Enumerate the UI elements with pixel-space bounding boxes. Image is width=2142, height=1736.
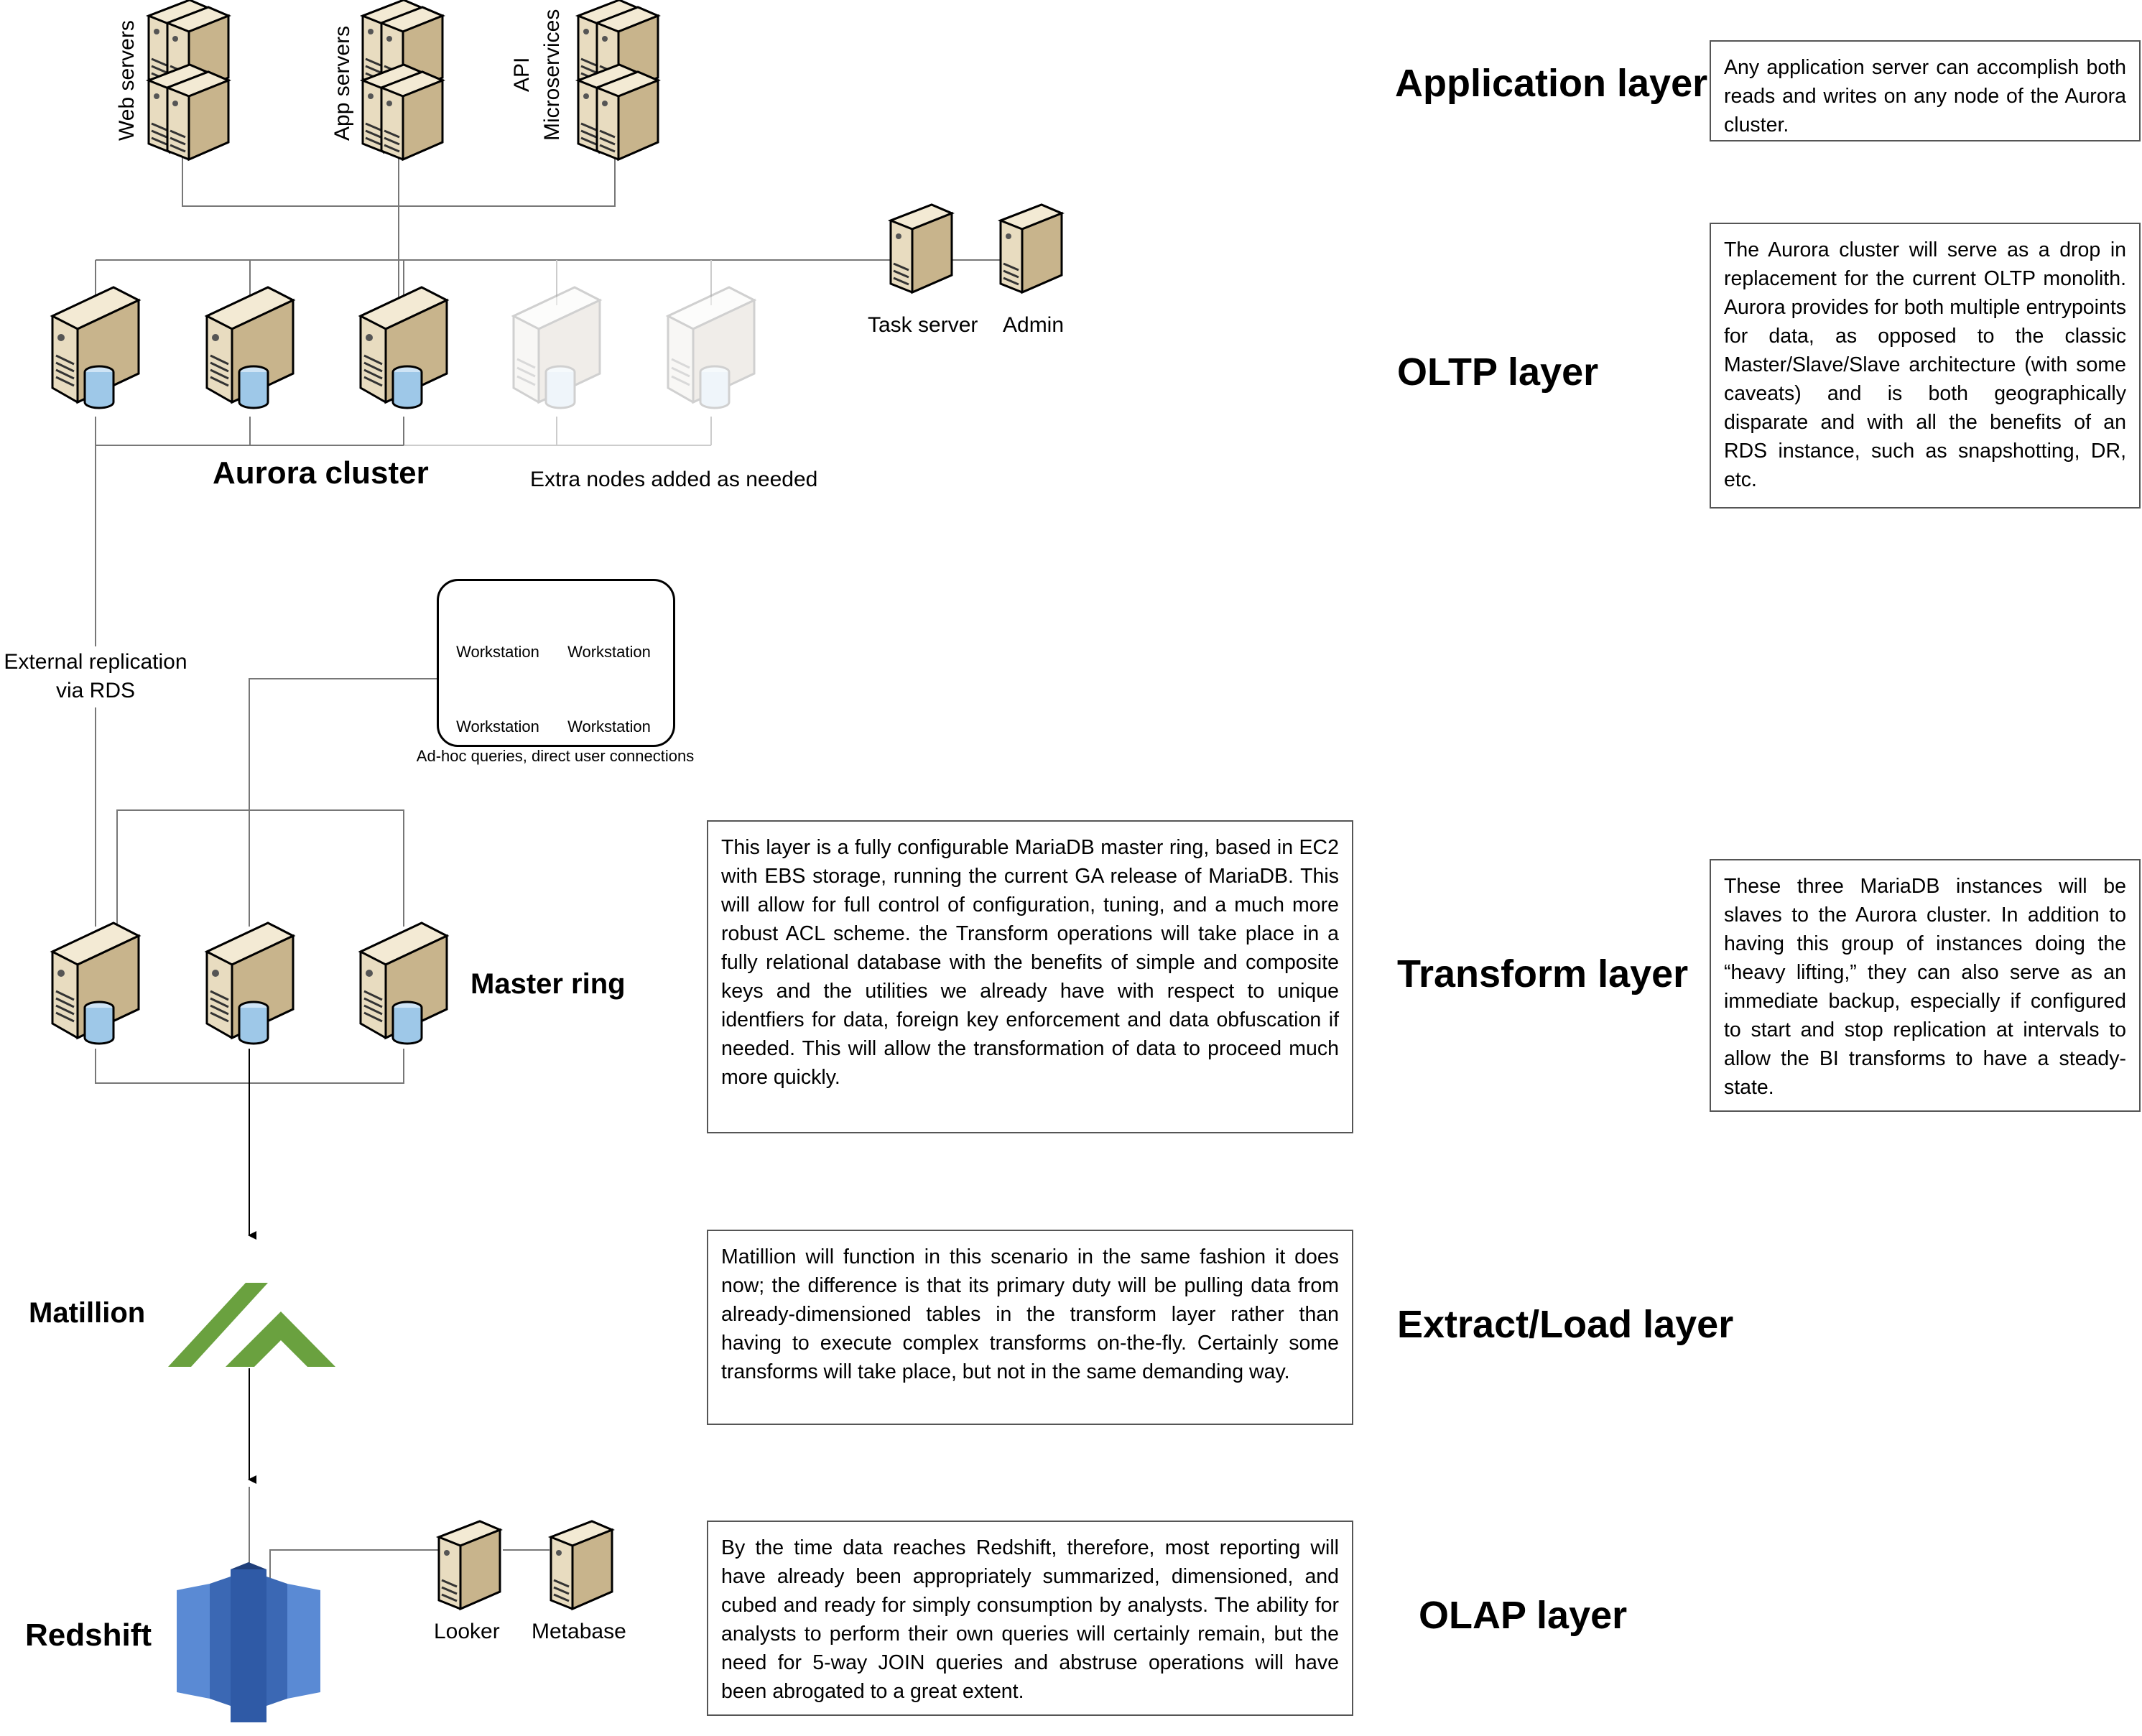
extract-load-layer-title: Extract/Load layer	[1397, 1303, 1734, 1346]
master-ring-node-icon	[205, 922, 295, 1045]
master-ring-title: Master ring	[470, 968, 626, 1000]
application-layer-title: Application layer	[1395, 62, 1708, 105]
replication-label-line2: via RDS	[55, 679, 136, 702]
web-servers-label: Web servers	[115, 20, 139, 141]
transform-side-description: These three MariaDB instances will be sl…	[1710, 859, 2141, 1112]
extract-load-description: Matillion will function in this scenario…	[707, 1230, 1353, 1425]
admin-server-icon	[999, 203, 1063, 294]
replication-label: External replication via RDS	[0, 648, 191, 705]
admin-label: Admin	[1003, 313, 1065, 337]
extra-node-icon	[512, 286, 601, 409]
app-servers-stack	[361, 0, 444, 161]
api-servers-stack	[577, 0, 659, 161]
aurora-node-icon	[51, 286, 140, 409]
redshift-title: Redshift	[25, 1617, 152, 1653]
application-description: Any application server can accomplish bo…	[1710, 40, 2141, 141]
transform-description: This layer is a fully configurable Maria…	[707, 820, 1353, 1133]
oltp-layer-title: OLTP layer	[1397, 351, 1599, 394]
aurora-node-icon	[205, 286, 295, 409]
task-server-icon	[889, 203, 953, 294]
workstations-caption: Ad-hoc queries, direct user connections	[416, 747, 695, 765]
workstation-label: Workstation	[567, 643, 651, 661]
metabase-server-icon	[550, 1520, 613, 1610]
aurora-cluster-title: Aurora cluster	[213, 455, 429, 491]
oltp-description: The Aurora cluster will serve as a drop …	[1710, 223, 2141, 509]
matillion-title: Matillion	[29, 1297, 146, 1329]
task-server-label: Task server	[868, 313, 978, 337]
workstation-label: Workstation	[456, 643, 539, 661]
master-ring-node-icon	[51, 922, 140, 1045]
master-ring-node-icon	[359, 922, 448, 1045]
workstation-label: Workstation	[567, 718, 651, 735]
replication-label-line1: External replication	[4, 650, 187, 674]
looker-server-icon	[437, 1520, 501, 1610]
extra-node-icon	[667, 286, 756, 409]
web-servers-stack	[147, 0, 230, 161]
microservices-label: Microservices	[540, 9, 564, 141]
olap-layer-title: OLAP layer	[1419, 1594, 1628, 1637]
looker-label: Looker	[434, 1620, 500, 1643]
api-label: API	[510, 57, 534, 92]
redshift-logo	[177, 1562, 320, 1722]
extra-nodes-label: Extra nodes added as needed	[530, 468, 818, 491]
workstation-label: Workstation	[456, 718, 539, 735]
matillion-logo	[168, 1283, 335, 1367]
olap-description: By the time data reaches Redshift, there…	[707, 1521, 1353, 1716]
app-servers-label: App servers	[330, 25, 354, 141]
transform-layer-title: Transform layer	[1397, 952, 1689, 995]
metabase-label: Metabase	[532, 1620, 626, 1643]
workstations-group	[437, 579, 675, 747]
aurora-node-icon	[359, 286, 448, 409]
